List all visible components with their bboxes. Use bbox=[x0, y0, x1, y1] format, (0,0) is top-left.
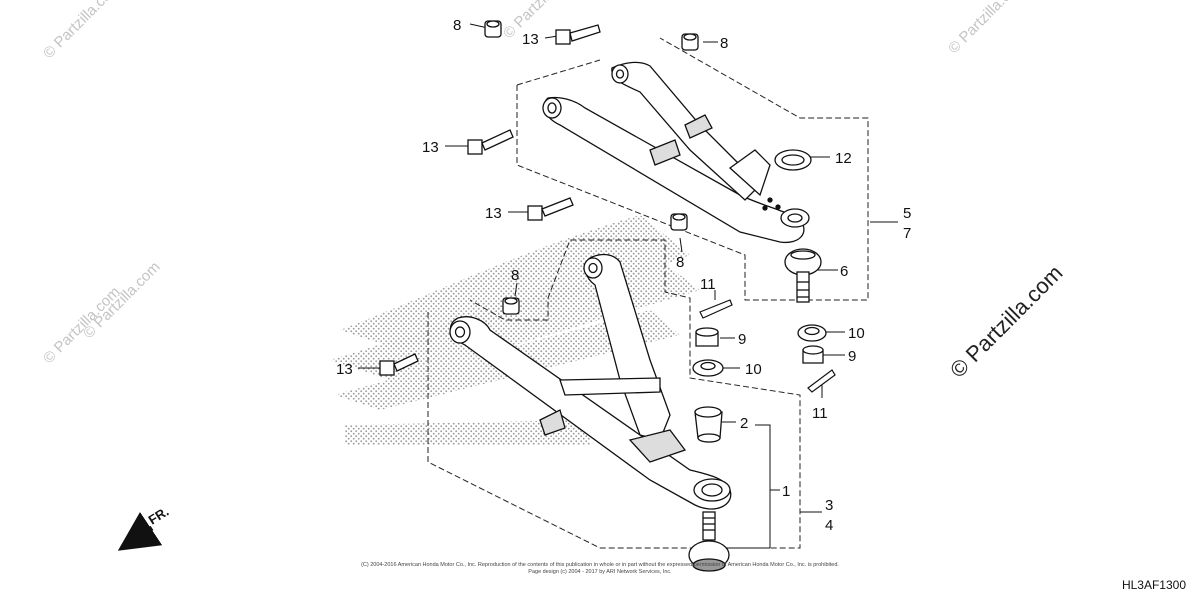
callout-10-a: 10 bbox=[745, 361, 762, 378]
diagram-code: HL3AF1300 bbox=[1121, 578, 1186, 592]
ball-joint-part-6 bbox=[784, 248, 822, 303]
group-box-lower-arm bbox=[427, 239, 801, 549]
ball-joint-part-1 bbox=[688, 511, 730, 572]
bolt-part-13-d bbox=[379, 353, 419, 376]
front-label: FR. bbox=[146, 504, 172, 528]
nut-part-8-a bbox=[484, 20, 502, 38]
front-direction-arrow: FR. bbox=[117, 504, 172, 551]
bolt-part-13-a bbox=[555, 24, 601, 45]
callout-8-c: 8 bbox=[676, 254, 684, 271]
callout-13-d: 13 bbox=[336, 361, 353, 378]
leader-lines bbox=[358, 23, 898, 549]
copyright-notice: (C) 2004-2016 American Honda Motor Co., … bbox=[330, 562, 870, 576]
callout-1: 1 bbox=[782, 483, 790, 500]
callout-8-a: 8 bbox=[453, 17, 461, 34]
callout-7: 7 bbox=[903, 225, 911, 242]
nut-part-8-c bbox=[670, 213, 688, 231]
bolt-part-13-b bbox=[467, 129, 514, 155]
callout-9-b: 9 bbox=[848, 348, 856, 365]
callout-6: 6 bbox=[840, 263, 848, 280]
cotter-pin-part-11-b bbox=[807, 369, 836, 393]
bolt-part-13-c bbox=[527, 197, 574, 221]
callout-labels: 8 13 8 13 12 5 7 13 6 8 8 11 9 10 10 9 1… bbox=[336, 17, 911, 534]
washer-part-10-a bbox=[692, 359, 724, 377]
callout-13-b: 13 bbox=[422, 139, 439, 156]
copyright-line-1: (C) 2004-2016 American Honda Motor Co., … bbox=[361, 562, 839, 568]
callout-4: 4 bbox=[825, 517, 833, 534]
callout-3: 3 bbox=[825, 497, 833, 514]
callout-13-a: 13 bbox=[522, 31, 539, 48]
callout-13-c: 13 bbox=[485, 205, 502, 222]
group-box-upper-arm bbox=[516, 37, 869, 301]
washer-part-10-b bbox=[797, 324, 827, 342]
lower-a-arm bbox=[449, 253, 732, 510]
nut-part-9-a bbox=[695, 327, 719, 347]
callout-12: 12 bbox=[835, 150, 852, 167]
upper-a-arm bbox=[542, 61, 810, 244]
ring-part-12 bbox=[774, 149, 812, 171]
callout-11-a: 11 bbox=[700, 276, 716, 293]
nut-part-8-d bbox=[502, 297, 520, 315]
callout-8-d: 8 bbox=[511, 267, 519, 284]
callout-2: 2 bbox=[740, 415, 748, 432]
bushing-part-2 bbox=[694, 406, 723, 443]
callout-10-b: 10 bbox=[848, 325, 865, 342]
nut-part-8-b bbox=[681, 33, 699, 51]
callout-11-b: 11 bbox=[812, 405, 828, 422]
callout-8-b: 8 bbox=[720, 35, 728, 52]
callout-9-a: 9 bbox=[738, 331, 746, 348]
cotter-pin-part-11-a bbox=[699, 299, 733, 319]
callout-5: 5 bbox=[903, 205, 911, 222]
copyright-line-2: Page design (c) 2004 - 2017 by ARI Netwo… bbox=[528, 569, 672, 575]
nut-part-9-b bbox=[802, 345, 824, 364]
